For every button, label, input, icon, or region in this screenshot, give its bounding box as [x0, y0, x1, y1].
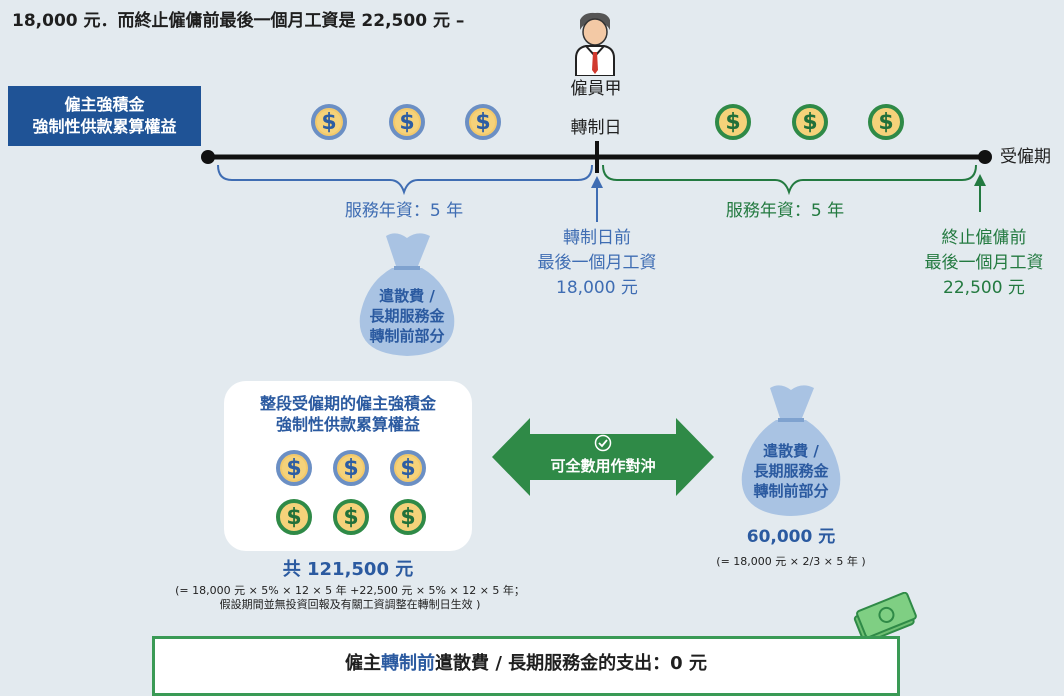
dollar-coin-icon: $	[465, 104, 501, 140]
dollar-coin-icon: $	[868, 104, 904, 140]
mpf-accrued-benefits-box: 僱主強積金 強制性供款累算權益	[8, 86, 201, 146]
dollar-coin-icon: $	[276, 499, 312, 535]
termination-line3: 22,500 元	[943, 278, 1025, 298]
bottom-prefix: 僱主	[345, 653, 382, 674]
termination-line1: 終止僱傭前	[941, 228, 1027, 248]
transition-date-label: 轉制日	[570, 118, 622, 138]
bag-right-line1: 遣散費 /	[763, 442, 819, 460]
employee-name: 僱員甲	[570, 79, 622, 99]
total-amount: 共 121,500 元	[282, 559, 414, 580]
total-box-title1: 整段受僱期的僱主強積金	[259, 394, 436, 413]
money-bag-icon	[741, 385, 841, 516]
dollar-coin-icon: $	[311, 104, 347, 140]
termination-wage-note: 終止僱傭前 最後一個月工資 22,500 元	[904, 226, 1064, 301]
dollar-coin-icon: $	[333, 499, 369, 535]
termination-line2: 最後一個月工資	[924, 253, 1044, 273]
dollar-coin-icon: $	[390, 450, 426, 486]
pre-transition-wage-note: 轉制日前 最後一個月工資 18,000 元	[512, 226, 682, 301]
service-years-right: 服務年資：5 年	[725, 201, 845, 221]
bag-right-formula: (= 18,000 元 × 2/3 × 5 年 )	[716, 555, 866, 568]
dollar-coin-icon: $	[792, 104, 828, 140]
bag-top-line1: 遣散費 /	[379, 287, 435, 305]
bag-right-line2: 長期服務金	[753, 462, 829, 480]
pre-transition-line2: 最後一個月工資	[537, 253, 657, 273]
mpf-box-line1: 僱主強積金	[64, 95, 145, 114]
total-formula-line2: 假設期間並無投資回報及有關工資調整在轉制日生效 )	[219, 598, 481, 611]
intro-text: 18,000 元．而終止僱傭前最後一個月工資是 22,500 元 –	[12, 11, 465, 31]
timeline	[201, 141, 992, 222]
bag-right-label: 遣散費 / 長期服務金 轉制前部分	[730, 441, 852, 501]
dollar-coin-icon: $	[390, 499, 426, 535]
cash-bills-icon	[853, 592, 917, 640]
bottom-highlight: 轉制前	[381, 653, 436, 674]
service-years-left: 服務年資：5 年	[344, 201, 464, 221]
offset-label: 可全數用作對沖	[550, 457, 656, 475]
total-formula: (= 18,000 元 × 5% × 12 × 5 年 +22,500 元 × …	[140, 584, 560, 612]
dollar-coin-icon: $	[276, 450, 312, 486]
mpf-box-line2: 強制性供款累算權益	[32, 117, 177, 136]
pre-transition-line1: 轉制日前	[563, 228, 631, 248]
offset-double-arrow	[492, 418, 714, 496]
bag-right-line3: 轉制前部分	[753, 482, 829, 500]
dollar-coin-icon: $	[389, 104, 425, 140]
bottom-summary-text: 僱主轉制前遣散費 / 長期服務金的支出：0 元	[152, 653, 900, 675]
bottom-suffix: 遣散費 / 長期服務金的支出：0 元	[435, 653, 707, 674]
check-circle-icon	[594, 434, 612, 452]
total-box-title: 整段受僱期的僱主強積金 強制性供款累算權益	[224, 393, 472, 435]
bag-top-line2: 長期服務金	[369, 307, 445, 325]
employee-icon	[575, 12, 615, 76]
total-formula-line1: (= 18,000 元 × 5% × 12 × 5 年 +22,500 元 × …	[175, 584, 525, 597]
pre-transition-line3: 18,000 元	[556, 278, 638, 298]
money-bag-icon	[359, 233, 455, 356]
bag-right-amount: 60,000 元	[746, 527, 836, 547]
total-box-title2: 強制性供款累算權益	[275, 415, 420, 434]
employment-period-label: 受僱期	[1000, 147, 1051, 167]
bag-top-line3: 轉制前部分	[369, 327, 445, 345]
dollar-coin-icon: $	[715, 104, 751, 140]
dollar-coin-icon: $	[333, 450, 369, 486]
bag-top-label: 遣散費 / 長期服務金 轉制前部分	[346, 286, 468, 346]
